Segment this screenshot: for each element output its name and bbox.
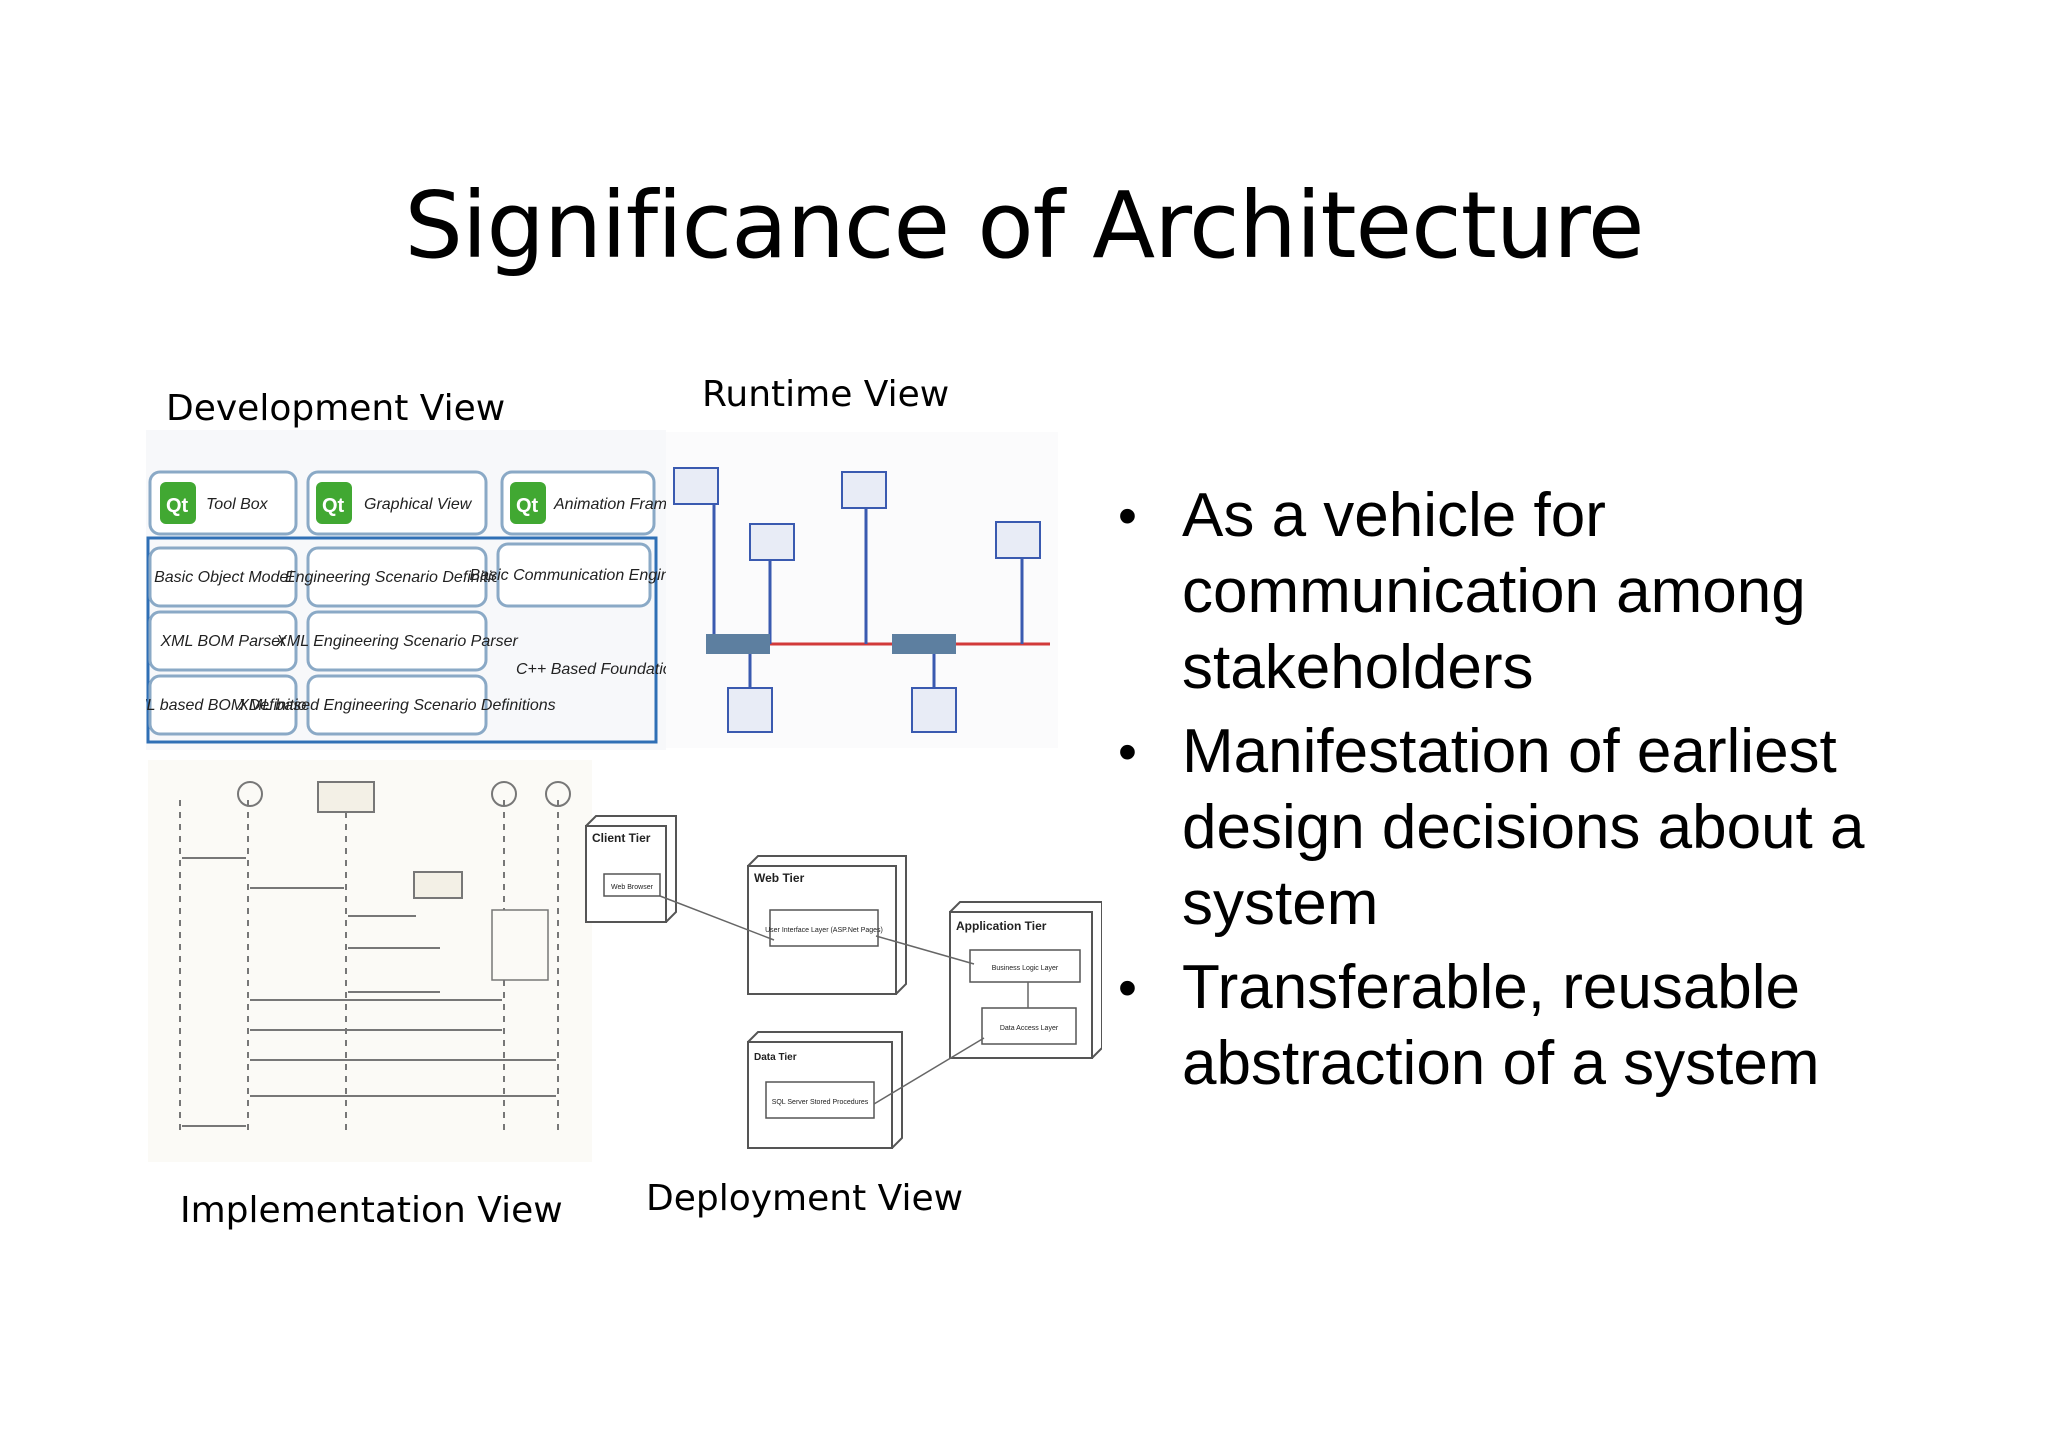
controller-icon: [911, 687, 957, 733]
dev-column-2: Engineering Scenario Definition XML Engi…: [237, 546, 556, 736]
bullet-item: • Manifestation of earliest design decisi…: [1110, 714, 1990, 942]
qt-box-animation-framework: Qt Animation Framework: [500, 470, 666, 536]
component-box: [765, 1081, 875, 1119]
workstation-icon: [841, 471, 887, 509]
node-title: Web Tier: [754, 871, 805, 885]
component-label: Data Access Layer: [1000, 1025, 1059, 1032]
bullet-item: • Transferable, reusable abstraction of a…: [1110, 950, 1990, 1102]
object-box: [413, 871, 463, 899]
switch-icon: [892, 634, 956, 654]
node-title: Data Tier: [754, 1052, 797, 1063]
component-box: [603, 873, 661, 897]
slide-title: Significance of Architecture: [404, 172, 1644, 279]
bullet-text: Transferable, reusable abstraction of a …: [1182, 953, 1820, 1098]
bullet-icon: •: [1118, 722, 1137, 782]
web-tier-node: Web Tier User Interface Layer (ASP.Net P…: [747, 855, 907, 995]
development-view-diagram: Qt Tool Box Qt Graphical View Qt Animati…: [146, 430, 666, 750]
qt-logo-icon: [160, 482, 196, 524]
bullet-text: As a vehicle for communication among sta…: [1182, 481, 1806, 702]
qt-logo-text: Qt: [166, 495, 189, 517]
dev-box-label: Basic Object Model: [154, 569, 292, 586]
dev-box-label: Engineering Scenario Definition: [285, 569, 509, 586]
workstation-icon: [673, 467, 719, 505]
development-view-label: Development View: [166, 388, 506, 429]
component-label: Business Logic Layer: [992, 965, 1059, 972]
dev-column-1: Basic Object Model XML BOM Parser XML ba…: [146, 546, 323, 736]
dev-box-label: Animation Framework: [553, 496, 666, 513]
qt-box-toolbox: Qt Tool Box: [148, 470, 298, 536]
dev-box-label: Basic Communication Engine: [470, 567, 667, 584]
bullet-item: • As a vehicle for communication among st…: [1110, 478, 1990, 706]
entity-icon: [545, 781, 571, 807]
qt-logo-text: Qt: [516, 495, 539, 517]
application-tier-node: Application Tier Business Logic Layer Da…: [949, 901, 1102, 1059]
lifelines: [179, 800, 559, 1130]
dev-box-label: XML Engineering Scenario Parser: [275, 633, 518, 650]
deployment-links: [659, 895, 1029, 1105]
dev-foundation-label: C++ Based Foundation Architecture: [516, 661, 666, 678]
component-box: [769, 909, 879, 947]
bullet-icon: •: [1118, 486, 1137, 546]
component-label: SQL Server Stored Procedures: [772, 1099, 869, 1106]
deployment-view-diagram: Client Tier Web Browser Web Tier User In…: [585, 815, 1102, 1149]
bullet-text: Manifestation of earliest design decisio…: [1182, 717, 1865, 938]
implementation-view-label: Implementation View: [180, 1190, 563, 1231]
dev-column-3: Basic Communication Engine C++ Based Fou…: [470, 542, 667, 678]
deployment-view-label: Deployment View: [646, 1178, 964, 1219]
workstation-icon: [749, 523, 795, 561]
component-box: [981, 1007, 1077, 1045]
runtime-view-label: Runtime View: [702, 374, 950, 415]
boundary-icon: [237, 781, 263, 807]
dev-box-label: Graphical View: [364, 496, 473, 513]
data-tier-node: Data Tier SQL Server Stored Procedures: [747, 1031, 903, 1149]
bullet-list: • As a vehicle for communication among st…: [1110, 478, 1990, 1110]
node-title: Application Tier: [956, 919, 1047, 933]
lifeline-head: [317, 781, 375, 813]
client-tier-node: Client Tier Web Browser: [585, 815, 677, 923]
qt-logo-icon: [510, 482, 546, 524]
workstation-icon: [995, 521, 1041, 559]
controller-icon: [727, 687, 773, 733]
qt-box-graphical-view: Qt Graphical View: [306, 470, 488, 536]
entity-icon: [491, 781, 517, 807]
dev-box-label: XML based BOM Definitions: [146, 697, 323, 714]
messages: [182, 857, 556, 1127]
qt-logo-icon: [316, 482, 352, 524]
dev-box-label: XML BOM Parser: [159, 633, 286, 650]
node-title: Client Tier: [592, 831, 651, 845]
qt-logo-text: Qt: [322, 495, 345, 517]
component-label: Web Browser: [611, 884, 654, 891]
component-label: User Interface Layer (ASP.Net Pages): [765, 927, 883, 934]
dev-box-label: Tool Box: [206, 496, 269, 513]
implementation-view-diagram: [148, 760, 592, 1162]
switch-icon: [706, 634, 770, 654]
runtime-view-diagram: [666, 432, 1058, 748]
component-box: [969, 949, 1081, 983]
dev-box-label: XML based Engineering Scenario Definitio…: [237, 697, 555, 714]
note-box: [491, 909, 549, 981]
bullet-icon: •: [1118, 958, 1137, 1018]
